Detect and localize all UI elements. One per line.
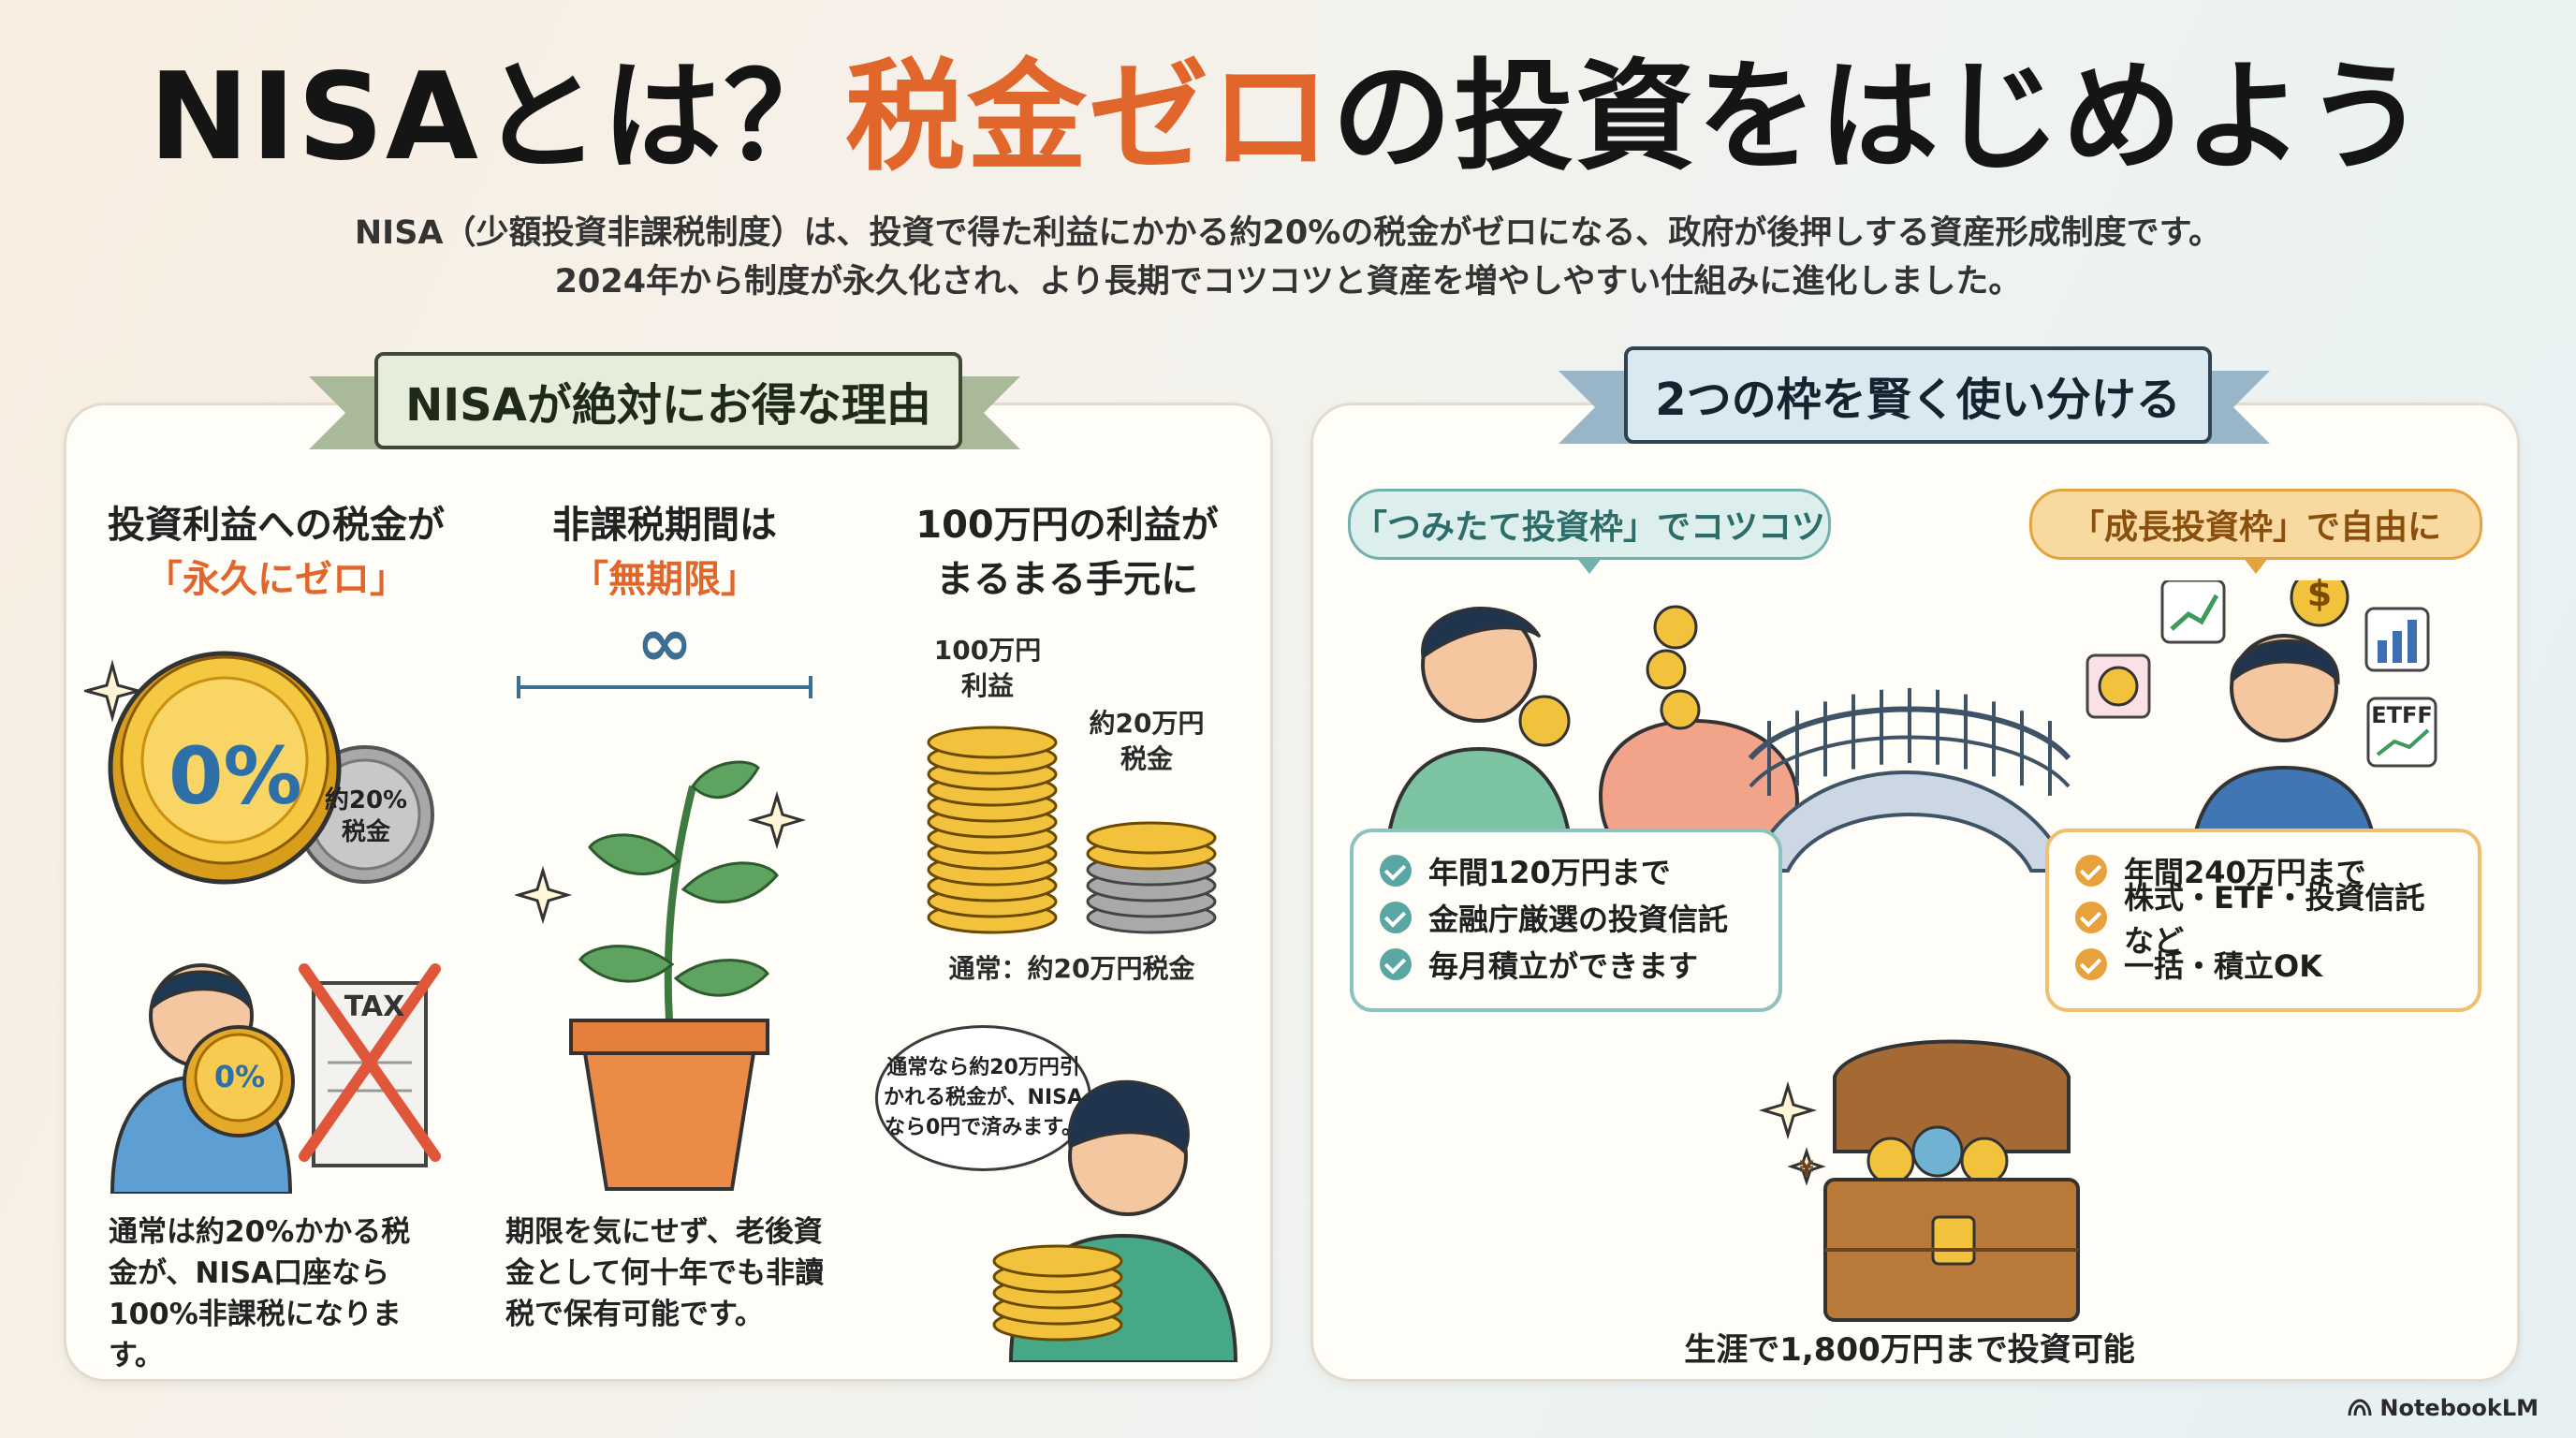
tsumitate-item-text: 毎月積立ができます (1428, 948, 1699, 984)
chest (1823, 1039, 2080, 1322)
woman-holding-coin-illustration (110, 963, 441, 1194)
man-holding-coins-illustration (992, 1079, 1238, 1362)
intro-line-2: 2024年から制度が永久化され、より長期でコツコツと資産を増やしやすい仕組みに進… (554, 263, 2022, 301)
col1-heading-line1: 投資利益への税金が (108, 504, 445, 547)
gray-coin-stack (1086, 821, 1217, 934)
small-gold-coin (183, 1025, 295, 1137)
lifetime-limit: 生涯で1,800万円まで投資可能 (1684, 1331, 2135, 1369)
check-icon (2075, 948, 2107, 980)
check-icon (1380, 902, 1412, 933)
growth-item-text: 年間240万円まで (2124, 855, 2366, 890)
zero-percent-label: 0% (168, 730, 302, 822)
etf-icon (2366, 697, 2437, 768)
col3-heading-line2: まるまる手元に (936, 558, 1198, 601)
col1-heading-line2: 「永久にゼロ」 (145, 558, 407, 601)
sparkle-icon (1787, 1147, 1826, 1186)
col3-caption: 通常：約20万円税金 (948, 953, 1195, 984)
notebooklm-logo-icon (2348, 1399, 2372, 1416)
plant-leaves (578, 760, 779, 1021)
growth-item-text: 一括・積立OK (2124, 948, 2323, 984)
held-coin-stack (992, 1244, 1123, 1342)
notebooklm-logo: NotebookLM (2348, 1395, 2539, 1421)
title-prefix: NISAとは？ (148, 48, 845, 187)
tsumitate-item-text: 金融庁厳選の投資信託 (1428, 902, 1729, 937)
title-accent: 税金ゼロ (844, 48, 1332, 187)
etf-label: ETFF (2371, 702, 2433, 728)
crossed-tax-receipt-icon (299, 963, 441, 1167)
coin (992, 1244, 1123, 1278)
sparkle-icon (1758, 1080, 1818, 1140)
coin (1086, 821, 1217, 855)
check-icon (2075, 902, 2107, 933)
growth-item: 一括・積立OK (2075, 941, 2452, 988)
timeline-bar (517, 676, 812, 698)
tsumitate-item: 金融庁厳選の投資信託 (1380, 894, 1752, 941)
col2-heading: 非課税期間は 「無期限」 (487, 498, 842, 607)
title-suffix: の投資をはじめよう (1332, 48, 2428, 187)
tsumitate-pill: 「つみたて投資枠」でコツコツ (1348, 489, 1831, 574)
zero-percent-coin-illustration (84, 651, 434, 885)
right-banner-text: 2つの枠を賢く使い分ける (1624, 346, 2212, 444)
coin (927, 726, 1058, 759)
gray-coin-label: 約20%税金 (324, 786, 408, 846)
tax-label: TAX (344, 990, 405, 1023)
dollar-coin-icon (2290, 580, 2349, 627)
tsumitate-item-text: 年間120万円まで (1428, 855, 1671, 890)
tsumitate-item: 毎月積立ができます (1380, 941, 1752, 988)
check-icon (1380, 948, 1412, 980)
arched-bridge (1748, 688, 2072, 873)
col2-body: 期限を気にせず、老後資金として何十年でも非讀税で保有可能です。 (505, 1215, 825, 1331)
dollar-symbol: $ (2306, 573, 2333, 614)
tax-stack-label: 約20万円税金 (1089, 708, 1205, 774)
logo-text: NotebookLM (2379, 1395, 2539, 1421)
tsumitate-item: 年間120万円まで (1380, 847, 1752, 894)
sparkle-icon (747, 790, 807, 850)
growth-card: 年間240万円まで 株式・ETF・投資信託など 一括・積立OK (2045, 829, 2481, 1012)
left-panel (64, 403, 1273, 1382)
stack-label: 100万円利益 (933, 635, 1042, 701)
gold-coin-stack (927, 726, 1058, 934)
small-coin-label: 0% (213, 1059, 266, 1094)
page-title: NISAとは？税金ゼロの投資をはじめよう (0, 58, 2576, 178)
col3-heading-line1: 100万円の利益が (915, 504, 1219, 547)
infinity-icon: ∞ (637, 603, 693, 682)
tsumitate-card: 年間120万円まで 金融庁厳選の投資信託 毎月積立ができます (1350, 829, 1782, 1012)
growth-item-text: 株式・ETF・投資信託など (2124, 880, 2425, 959)
bar-chart-icon (2364, 607, 2430, 672)
col1-body: 通常は約20%かかる税金が、NISA口座なら100%非課税になります。 (109, 1215, 411, 1372)
sparkle-icon (515, 865, 573, 925)
gold-coin-zero (108, 651, 342, 885)
intro-line-1: NISA（少額投資非課税制度）は、投資で得た利益にかかる約20%の税金がゼロにな… (354, 214, 2222, 252)
left-banner: NISAが絶対にお得な理由 (309, 352, 1020, 474)
col2-heading-line2: 「無期限」 (571, 558, 758, 601)
coins-icon (2086, 653, 2151, 719)
col3-heading: 100万円の利益が まるまる手元に (871, 498, 1264, 607)
flower-pot (569, 1019, 769, 1191)
check-icon (1380, 855, 1412, 887)
left-banner-text: NISAが絶対にお得な理由 (374, 352, 962, 449)
sparkle-icon (84, 659, 144, 723)
potted-plant-illustration (515, 760, 807, 1191)
yen-symbol: ¥ (1799, 1158, 1814, 1181)
check-icon (2075, 855, 2107, 887)
growth-item: 株式・ETF・投資信託など (2075, 880, 2452, 959)
growth-item: 年間240万円まで (2075, 847, 2452, 894)
trend-chart-icon (2160, 580, 2226, 644)
col1-heading: 投資利益への税金が 「永久にゼロ」 (75, 498, 477, 607)
speech-bubble: 通常なら約20万円引かれる税金が、NISAなら0円で済みます。 (875, 1025, 1091, 1171)
treasure-chest-illustration (1758, 1039, 2080, 1322)
growth-pill: 「成長投資枠」で自由に (2029, 489, 2482, 574)
coin-stacks-illustration (927, 726, 1217, 934)
right-banner: 2つの枠を賢く使い分ける (1559, 346, 2270, 468)
col2-heading-line1: 非課税期間は (552, 504, 777, 547)
